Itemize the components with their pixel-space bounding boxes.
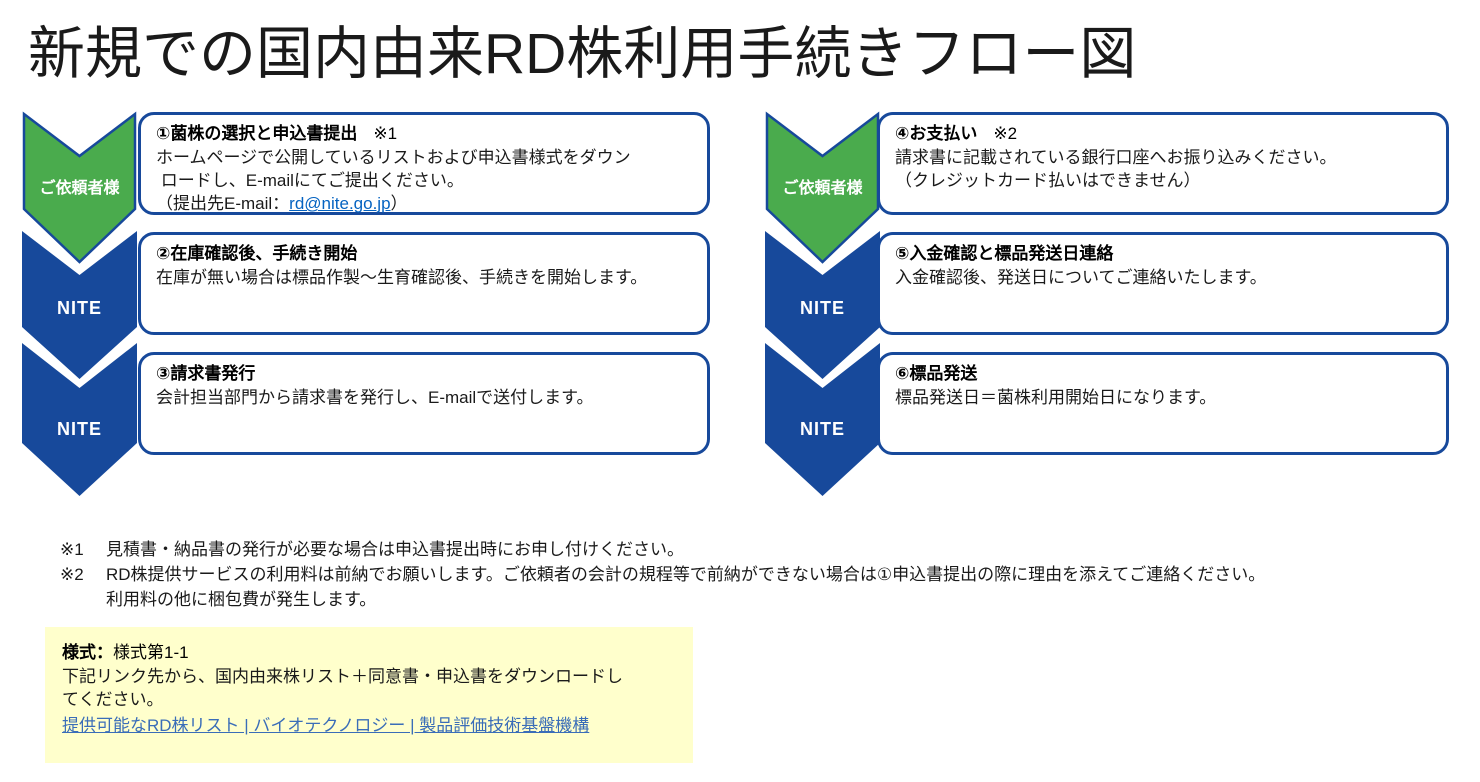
requester-chevron-arrow [22, 111, 137, 264]
rd-strain-list-link[interactable]: 提供可能なRD株リスト | バイオテクノロジー | 製品評価技術基盤機構 [62, 716, 590, 735]
step-heading-text: ⑥標品発送 [895, 364, 978, 383]
email-prefix: （提出先E-mail： [156, 194, 290, 213]
footnote-2-text-line2: 利用料の他に梱包費が発生します。 [106, 590, 377, 609]
form-label: 様式： [62, 643, 113, 662]
chevron-arrows-graphic [22, 111, 137, 496]
step-3-heading: ③請求書発行 [156, 362, 692, 386]
nite-chevron-arrow [22, 343, 137, 496]
form-number: 様式第1-1 [113, 643, 189, 662]
footnote-ref: ※1 [373, 124, 398, 143]
flow-step-6-box: ⑥標品発送 標品発送日＝菌株利用開始日になります。 [877, 352, 1449, 455]
chevron-label-nite: NITE [56, 419, 102, 439]
step-1-email-line: （提出先E-mail：rd@nite.go.jp） [156, 192, 692, 215]
step-heading-text: ①菌株の選択と申込書提出 [156, 124, 358, 143]
flow-step-1-box: ①菌株の選択と申込書提出 ※1 ホームページで公開しているリストおよび申込書様式を… [138, 112, 710, 215]
flow-chevron-column-left: ご依頼者様 NITE NITE [22, 111, 137, 502]
flow-step-2-box: ②在庫確認後、手続き開始 在庫が無い場合は標品作製～生育確認後、手続きを開始しま… [138, 232, 710, 335]
step-3-text-line: 会計担当部門から請求書を発行し、E-mailで送付します。 [156, 388, 594, 407]
step-6-heading: ⑥標品発送 [895, 362, 1431, 386]
footnote-ref: ※2 [993, 124, 1018, 143]
form-instruction-line: 下記リンク先から、国内由来株リスト＋同意書・申込書をダウンロードし [62, 667, 623, 686]
email-suffix: ） [390, 194, 408, 213]
step-2-heading: ②在庫確認後、手続き開始 [156, 242, 692, 266]
step-heading-text: ④お支払い [895, 124, 978, 143]
step-4-text-line: 請求書に記載されている銀行口座へお振り込みください。 [895, 148, 1337, 167]
form-info-box: 様式：様式第1-1 下記リンク先から、国内由来株リスト＋同意書・申込書をダウンロ… [45, 627, 693, 763]
nite-chevron-arrow [765, 343, 880, 496]
step-1-text-line: ホームページで公開しているリストおよび申込書様式をダウン [156, 148, 631, 167]
form-title-line: 様式：様式第1-1 [62, 641, 677, 665]
footnote-1-text: 見積書・納品書の発行が必要な場合は申込書提出時にお申し付けください。 [106, 540, 684, 559]
step-heading-text: ②在庫確認後、手続き開始 [156, 244, 358, 263]
footnote-2-text: RD株提供サービスの利用料は前納でお願いします。ご依頼者の会計の規程等で前納がで… [106, 565, 1266, 584]
chevron-arrows-graphic [765, 111, 880, 496]
chevron-label-nite: NITE [56, 298, 102, 318]
step-5-heading: ⑤入金確認と標品発送日連絡 [895, 242, 1431, 266]
step-5-text-line: 入金確認後、発送日についてご連絡いたします。 [895, 268, 1267, 287]
form-instruction-line: てください。 [62, 690, 164, 709]
page-title: 新規での国内由来RD株利用手続きフロー図 [28, 22, 1137, 86]
step-1-heading: ①菌株の選択と申込書提出 ※1 [156, 122, 692, 146]
chevron-label-requester: ご依頼者様 [782, 180, 863, 197]
chevron-label-requester: ご依頼者様 [39, 180, 120, 197]
step-6-text-line: 標品発送日＝菌株利用開始日になります。 [895, 388, 1217, 407]
footnote-1-marker: ※1 [60, 540, 84, 559]
nite-chevron-arrow [22, 231, 137, 379]
chevron-label-nite: NITE [799, 419, 845, 439]
step-4-text-line: （クレジットカード払いはできません） [895, 171, 1201, 190]
step-2-text-line: 在庫が無い場合は標品作製～生育確認後、手続きを開始します。 [156, 268, 648, 287]
step-heading-text: ③請求書発行 [156, 364, 256, 383]
step-heading-text: ⑤入金確認と標品発送日連絡 [895, 244, 1114, 263]
nite-chevron-arrow [765, 231, 880, 379]
flow-step-3-box: ③請求書発行 会計担当部門から請求書を発行し、E-mailで送付します。 [138, 352, 710, 455]
chevron-label-nite: NITE [799, 298, 845, 318]
email-link[interactable]: rd@nite.go.jp [289, 194, 391, 213]
flow-chevron-column-right: ご依頼者様 NITE NITE [765, 111, 880, 502]
requester-chevron-arrow [765, 111, 880, 264]
footnote-2-continued: 利用料の他に梱包費が発生します。 [60, 587, 1265, 612]
step-4-heading: ④お支払い ※2 [895, 122, 1431, 146]
footnote-2: ※2 RD株提供サービスの利用料は前納でお願いします。ご依頼者の会計の規程等で前… [60, 562, 1265, 587]
step-1-text-line: ロードし、E-mailにてご提出ください。 [156, 171, 464, 190]
footnote-2-marker: ※2 [60, 565, 84, 584]
footnotes: ※1 見積書・納品書の発行が必要な場合は申込書提出時にお申し付けください。 ※2… [60, 537, 1265, 612]
flow-step-5-box: ⑤入金確認と標品発送日連絡 入金確認後、発送日についてご連絡いたします。 [877, 232, 1449, 335]
footnote-1: ※1 見積書・納品書の発行が必要な場合は申込書提出時にお申し付けください。 [60, 537, 1265, 562]
flow-step-4-box: ④お支払い ※2 請求書に記載されている銀行口座へお振り込みください。 （クレジッ… [877, 112, 1449, 215]
